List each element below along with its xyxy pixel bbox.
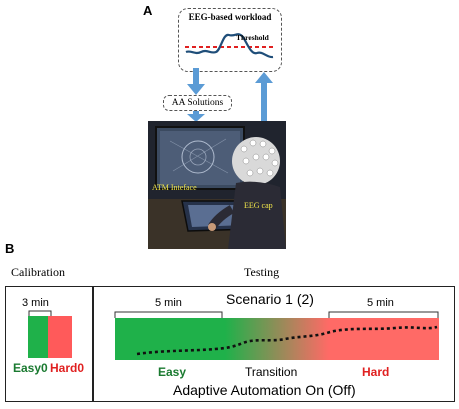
calib-duration-bracket xyxy=(28,310,52,316)
workload-gradient-bar xyxy=(115,318,439,360)
right-duration-bracket xyxy=(328,311,439,318)
down-arrow-to-atm xyxy=(187,108,205,122)
aa-solutions-label: AA Solutions xyxy=(171,98,224,108)
panel-a-letter: A xyxy=(143,3,153,18)
eeg-box-title: EEG-based workload xyxy=(188,12,272,22)
scenario-label: Scenario 1 (2) xyxy=(226,291,314,307)
eeg-signal-plot xyxy=(185,33,275,59)
adaptive-automation-label: Adaptive Automation On (Off) xyxy=(173,382,356,398)
eeg-workload-box: EEG-based workload Threshold xyxy=(178,8,282,72)
right-duration-label: 5 min xyxy=(367,297,394,309)
workload-trend-overlay xyxy=(136,325,438,356)
calib-duration-label: 3 min xyxy=(22,297,49,309)
panel-b-letter: B xyxy=(5,241,15,256)
hard-label: Hard xyxy=(362,365,390,379)
up-arrow-from-eeg xyxy=(255,72,273,124)
photo-illustration xyxy=(148,121,286,249)
calibration-testing-divider xyxy=(92,286,94,402)
down-arrow-to-aa xyxy=(187,68,205,95)
left-duration-bracket xyxy=(114,311,223,318)
easy0-block xyxy=(28,316,48,358)
easy0-label: Easy0 xyxy=(13,361,48,375)
atm-operator-photo: ATM Inteface EEG cap xyxy=(148,121,286,249)
transition-label: Transition xyxy=(245,365,298,379)
left-duration-label: 5 min xyxy=(155,297,182,309)
operator-body xyxy=(228,181,286,249)
duration-brackets xyxy=(114,311,439,318)
testing-title: Testing xyxy=(244,265,280,279)
hard0-block xyxy=(48,316,72,358)
hard0-label: Hard0 xyxy=(50,361,85,375)
timeline-frame xyxy=(5,286,455,402)
threshold-label: Threshold xyxy=(236,33,269,42)
aa-solutions-box: AA Solutions xyxy=(163,95,232,111)
eeg-workload-line xyxy=(185,33,274,59)
eeg-cap-label: EEG cap xyxy=(244,201,273,210)
easy-label: Easy xyxy=(158,365,187,379)
atm-interface-label: ATM Inteface xyxy=(152,183,197,192)
workload-dotted-line xyxy=(136,325,438,356)
calibration-title: Calibration xyxy=(11,265,65,279)
